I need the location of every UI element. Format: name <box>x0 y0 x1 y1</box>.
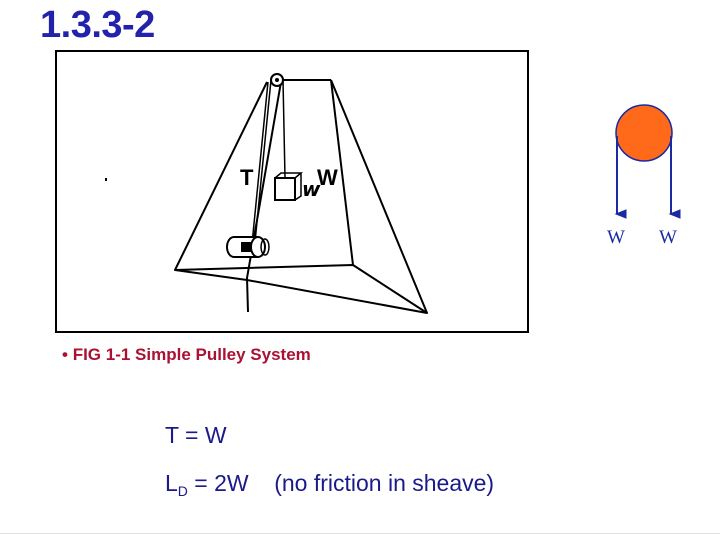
sheave-diagram: W W <box>607 104 681 248</box>
eq2-rest: = 2W (no friction in sheave) <box>187 470 495 496</box>
side-label-left-w: W <box>607 227 625 248</box>
eq2-base: L <box>165 470 178 496</box>
side-label-right-w: W <box>659 227 677 248</box>
caption-bullet: • <box>62 345 68 364</box>
winch-drum <box>226 236 270 258</box>
label-w: W <box>317 165 338 190</box>
figure-caption: • FIG 1-1 Simple Pulley System <box>62 345 311 365</box>
rope-lines <box>251 79 286 245</box>
eq2-subscript: D <box>177 483 188 499</box>
label-handwritten-w: w <box>302 177 321 201</box>
equation-tension: T = W <box>165 422 227 448</box>
pulley-figure: T w W <box>55 50 529 333</box>
slide-title: 1.3.3-2 <box>40 4 155 46</box>
weight-block <box>274 172 304 201</box>
slide-bottom-border <box>0 533 720 534</box>
label-t: T <box>240 165 254 190</box>
sheave-circle <box>615 104 673 162</box>
caption-text: FIG 1-1 Simple Pulley System <box>72 345 311 364</box>
figure-frame <box>55 50 529 333</box>
equation-load: LD = 2W (no friction in sheave) <box>165 470 494 499</box>
